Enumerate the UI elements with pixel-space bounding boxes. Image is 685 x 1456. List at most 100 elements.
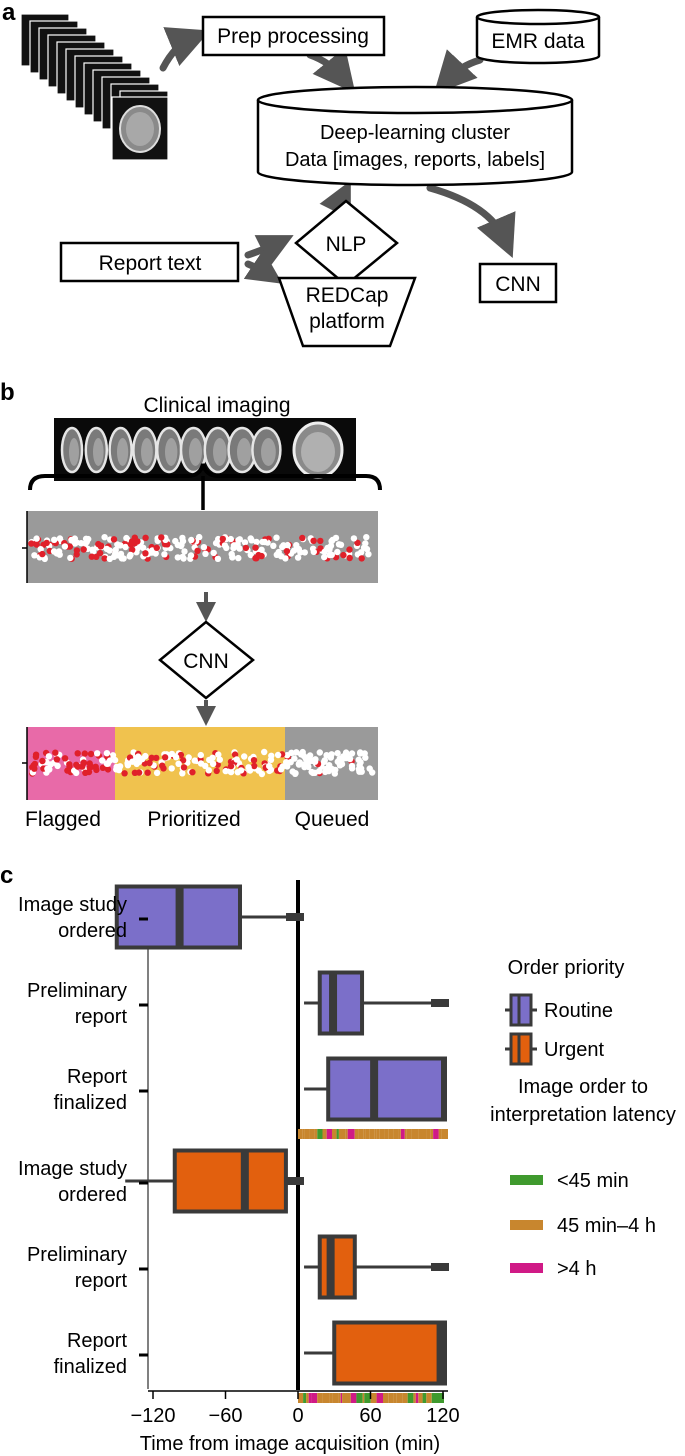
panel-a-label: a xyxy=(2,0,16,26)
negative-study-dot xyxy=(142,752,149,760)
negative-study-dot xyxy=(350,535,358,542)
latency-segment xyxy=(422,1393,427,1403)
negative-study-dot xyxy=(202,550,209,557)
positive-study-dot xyxy=(251,762,258,770)
box-routine-1 xyxy=(114,884,304,950)
positive-study-dot xyxy=(52,749,59,756)
negative-study-dot xyxy=(235,554,242,562)
positive-study-dot xyxy=(110,536,118,543)
negative-study-dot xyxy=(103,750,111,757)
negative-study-dot xyxy=(236,545,243,552)
latency-segment xyxy=(356,1393,363,1403)
latency-segment xyxy=(383,1393,389,1403)
clinical-imaging-title: Clinical imaging xyxy=(143,394,290,417)
report-text-box xyxy=(59,241,240,283)
negative-study-dot xyxy=(295,761,303,768)
latency-segment xyxy=(438,1393,444,1403)
negative-study-dot xyxy=(255,767,262,774)
negative-study-dot xyxy=(179,553,186,561)
category-label: Report xyxy=(67,1330,127,1352)
latency-segment xyxy=(350,1393,357,1403)
negative-study-dot xyxy=(282,555,289,562)
positive-study-dot xyxy=(73,551,80,558)
latency-segment xyxy=(363,1129,366,1139)
curly-brace xyxy=(28,463,382,491)
negative-study-dot xyxy=(123,534,130,542)
positive-study-dot xyxy=(135,769,143,776)
report-text-label: Report text xyxy=(99,252,202,275)
positive-study-dot xyxy=(31,760,39,768)
latency-segment xyxy=(322,1393,330,1403)
negative-study-dot xyxy=(124,762,132,769)
negative-study-dot xyxy=(326,551,333,559)
flagged-label: Flagged xyxy=(25,808,101,831)
negative-study-dot xyxy=(348,750,356,757)
box-urgent-1 xyxy=(125,1148,304,1214)
positive-study-dot xyxy=(153,754,160,762)
latency-segment xyxy=(345,1129,348,1139)
latency-segment xyxy=(322,1129,327,1139)
redcap-label-line2: platform xyxy=(309,310,385,333)
legend-45-4h-label: 45 min–4 h xyxy=(557,1215,656,1237)
positive-study-dot xyxy=(142,534,149,541)
latency-segment xyxy=(308,1393,312,1403)
positive-study-dot xyxy=(252,544,259,551)
latency-segment xyxy=(400,1129,405,1139)
negative-study-dot xyxy=(174,554,181,561)
ct-thumbnail xyxy=(108,426,133,474)
latency-segment xyxy=(329,1393,333,1403)
iqr-box xyxy=(172,1148,288,1214)
negative-study-dot xyxy=(356,768,363,775)
positive-study-dot xyxy=(39,550,46,558)
latency-segment xyxy=(388,1393,394,1403)
negative-study-dot xyxy=(290,547,298,554)
negative-study-dot xyxy=(73,769,80,777)
negative-study-dot xyxy=(289,768,296,775)
positive-study-dot xyxy=(179,757,187,764)
negative-study-dot xyxy=(212,539,220,547)
negative-study-dot xyxy=(185,754,192,761)
positive-study-dot xyxy=(283,547,291,555)
negative-study-dot xyxy=(346,755,354,763)
positive-study-dot xyxy=(88,553,96,560)
box-urgent-3 xyxy=(304,1320,447,1386)
category-label: Report xyxy=(67,1066,127,1088)
x-tick-label: −120 xyxy=(130,1405,175,1427)
negative-study-dot xyxy=(179,538,187,545)
iqr-box xyxy=(332,1320,445,1386)
latency-segment xyxy=(426,1393,432,1403)
latency-segment xyxy=(317,1393,323,1403)
outlier-cluster xyxy=(430,1263,449,1271)
negative-study-dot xyxy=(56,551,63,558)
latency-segment xyxy=(431,1393,439,1403)
positive-study-dot xyxy=(86,764,94,771)
x-axis-label: Time from image acquisition (min) xyxy=(140,1433,440,1455)
latency-segment xyxy=(347,1129,355,1139)
cnn-box-label: CNN xyxy=(495,273,541,296)
negative-study-dot xyxy=(222,767,229,775)
latency-segment xyxy=(340,1393,343,1403)
arrow-cluster-to-cnn xyxy=(426,184,516,259)
ct-thumbnail xyxy=(155,426,183,474)
latency-segment xyxy=(346,1393,351,1403)
box-urgent-2 xyxy=(304,1234,449,1300)
positive-study-dot xyxy=(159,762,166,769)
iqr-box xyxy=(317,970,365,1036)
negative-study-dot xyxy=(325,766,332,773)
negative-study-dot xyxy=(294,554,302,561)
negative-study-dot xyxy=(227,768,235,776)
positive-study-dot xyxy=(340,551,347,559)
negative-study-dot xyxy=(181,548,188,555)
negative-study-dot xyxy=(50,548,58,555)
latency-ribbon xyxy=(298,1393,444,1403)
negative-study-dot xyxy=(301,549,308,556)
positive-study-dot xyxy=(177,751,185,759)
negative-study-dot xyxy=(197,751,204,759)
x-tick-label: 0 xyxy=(292,1405,303,1427)
positive-study-dot xyxy=(64,767,71,774)
legend-urgent-label: Urgent xyxy=(544,1039,604,1061)
positive-study-dot xyxy=(28,540,35,547)
category-label: finalized xyxy=(54,1356,127,1378)
negative-study-dot xyxy=(245,764,252,771)
category-label: ordered xyxy=(58,920,127,942)
